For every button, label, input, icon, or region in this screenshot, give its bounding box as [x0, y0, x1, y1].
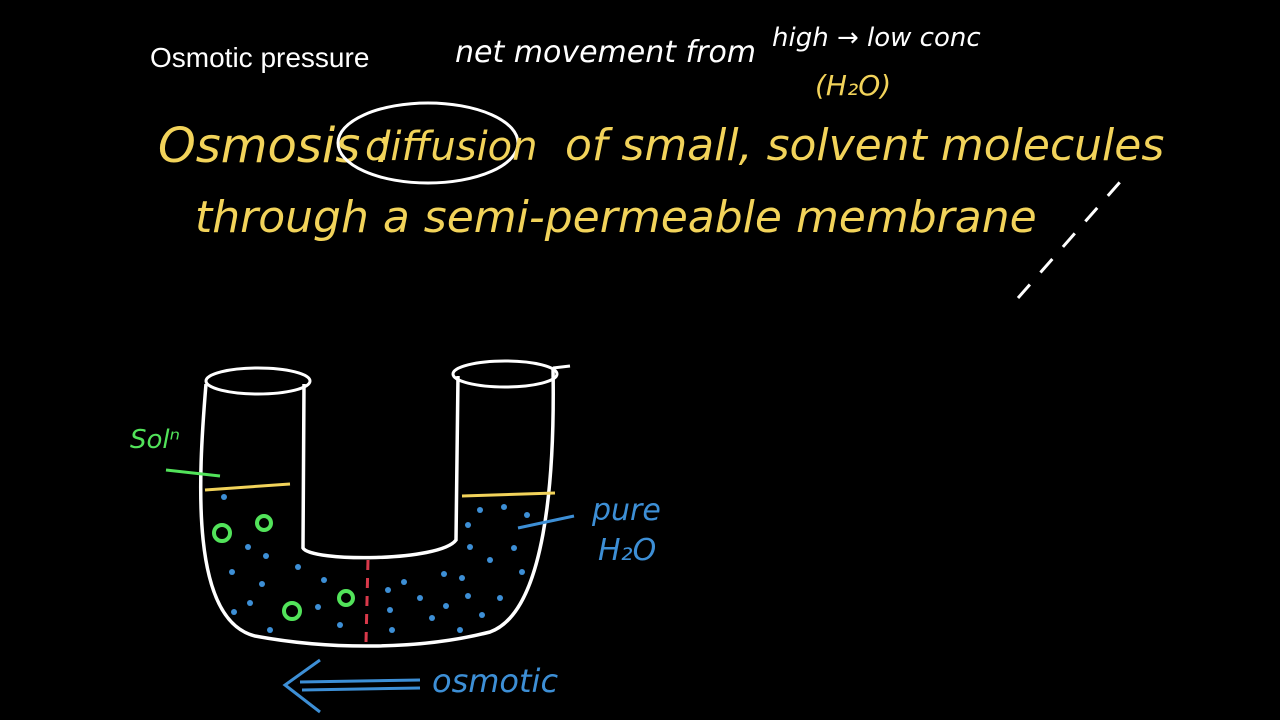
note-net-movement: net movement from: [455, 35, 756, 70]
right-liquid-level: [461, 491, 556, 498]
page-title: Osmotic pressure: [150, 42, 370, 73]
note-high-low-conc: high → low conc: [772, 23, 981, 53]
pure-water-label-1: pure: [591, 493, 661, 528]
definition-circled-word: diffusion: [365, 124, 538, 170]
definition-term: Osmosis :: [158, 118, 392, 174]
semi-permeable-membrane: [364, 559, 370, 643]
u-tube: [198, 359, 571, 648]
left-liquid-level: [204, 482, 291, 492]
note-water: (H₂O): [815, 69, 891, 102]
pure-water-pointer: [517, 514, 575, 530]
definition-line2: through a semi-permeable membrane: [195, 192, 1037, 243]
solute-particles: [212, 514, 355, 621]
solution-label: Solⁿ: [130, 425, 180, 455]
definition-rest: of small, solvent molecules: [565, 120, 1164, 171]
pure-water-label-2: H₂O: [598, 533, 656, 568]
right-tube-opening: [451, 359, 559, 389]
circle-around-diffusion: [336, 101, 520, 185]
solution-pointer: [165, 468, 221, 478]
left-tube-opening: [204, 366, 312, 396]
tube-inner-wall: [301, 375, 460, 560]
osmotic-arrow: [282, 658, 421, 714]
osmotic-label: osmotic: [432, 662, 558, 700]
water-molecules: [221, 494, 530, 633]
tube-outer-wall: [198, 367, 555, 648]
dashed-stroke: [1016, 181, 1122, 299]
